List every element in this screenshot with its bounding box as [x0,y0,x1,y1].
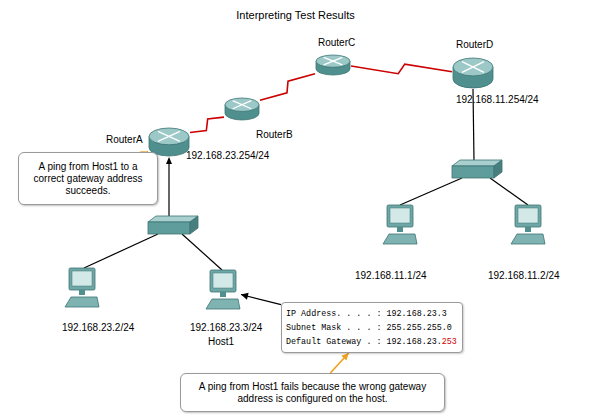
router-top [453,58,493,76]
monitor-stand [79,290,85,295]
host-name: Host1 [208,336,234,348]
monitor-screen [518,208,538,223]
host-icon [64,268,100,308]
ip-address: 192.168.23.3/24 [190,322,262,334]
config-line: IP Address. . . . : 192.168.23.3 [286,307,458,321]
ethernet-wire [400,178,462,205]
ethernet-wire [182,234,222,270]
monitor-screen [72,271,92,286]
ip-address: 192.168.11.1/24 [355,270,427,282]
config-text: Subnet Mask . . . : 255.255.255.0 [286,323,452,333]
host-node: 192.168.23.3/24Host1 [205,270,241,310]
router-icon [224,97,260,121]
callout-box: A ping from Host1 fails because the wron… [180,373,445,412]
serial-line [351,64,452,74]
router-icon [452,57,494,89]
ip-address: 192.168.11.254/24 [456,94,539,106]
config-text: IP Address. . . . : 192.168.23.3 [286,309,447,319]
monitor-stand [220,292,226,297]
serial-link [260,74,315,101]
switch-side [190,216,198,234]
keyboard [65,297,99,307]
monitor-frame [387,205,413,227]
callout-text: A ping from Host1 fails because the wron… [189,381,436,405]
router-node: RouterB [224,97,260,121]
monitor-screen [213,273,233,288]
device-name: RouterC [318,37,355,49]
wrong-value: 253 [442,337,457,347]
diagram-title: Interpreting Test Results [0,9,591,21]
config-text: Default Gateway . : 192.168.23. [286,337,442,347]
switch-top [148,216,198,222]
router-arrow [158,131,180,141]
monitor-frame [69,268,95,290]
device-name: RouterD [456,39,493,51]
router-top [225,98,259,111]
config-line: Subnet Mask . . . : 255.255.255.0 [286,321,458,335]
monitor-stand [397,227,403,232]
router-arrow [462,62,484,73]
arrow-head [241,293,249,300]
host-icon [205,270,241,310]
serial-line [190,117,224,132]
callout-text: A ping from Host1 to a correct gateway a… [27,161,149,197]
arrow-head [341,353,348,361]
wire-arrowhead [166,157,172,164]
monitor-frame [515,205,541,227]
router-node: RouterC [315,54,351,76]
router-arrow [233,101,252,109]
host-node: 192.168.23.2/24 [64,268,100,308]
ethernet-wire [490,178,528,205]
router-arrow [158,131,180,141]
serial-link [190,117,224,132]
monitor-stand [525,227,531,232]
monitor-screen [390,208,410,223]
host-node: 192.168.11.2/24 [510,205,546,245]
device-name: RouterB [256,129,293,141]
ethernet-wire [168,160,169,217]
host-icon [510,205,546,245]
leader-line [330,353,348,373]
ip-address: 192.168.23.2/24 [62,322,134,334]
router-top [316,55,350,67]
ipconfig-box: IP Address. . . . : 192.168.23.3Subnet M… [281,302,463,353]
ethernet-wire [84,234,158,268]
keyboard [511,234,545,244]
router-node: RouterD192.168.11.254/24 [452,57,494,89]
ip-address: 192.168.11.2/24 [488,270,560,282]
switch-front [148,222,190,234]
leader-arrow [330,353,348,373]
device-name: RouterA [106,134,143,146]
router-arrow [324,57,343,64]
monitor-frame [210,270,236,292]
router-top [149,128,189,145]
serial-link [351,64,452,74]
callout-box: A ping from Host1 to a correct gateway a… [18,152,158,205]
keyboard [206,299,240,309]
switch-side [494,160,502,178]
ip-address: 192.168.23.254/24 [186,150,269,162]
switch-front [452,166,494,178]
switch-top [452,160,502,166]
router-icon [315,54,351,76]
keyboard [383,234,417,244]
host-icon [382,205,418,245]
host-node: 192.168.11.1/24 [382,205,418,245]
config-line: Default Gateway . : 192.168.23.253 [286,335,458,349]
router-arrow [324,57,343,64]
router-arrow [233,101,252,109]
leader-arrow [241,293,281,305]
router-arrow [462,62,484,73]
serial-line [260,74,315,101]
